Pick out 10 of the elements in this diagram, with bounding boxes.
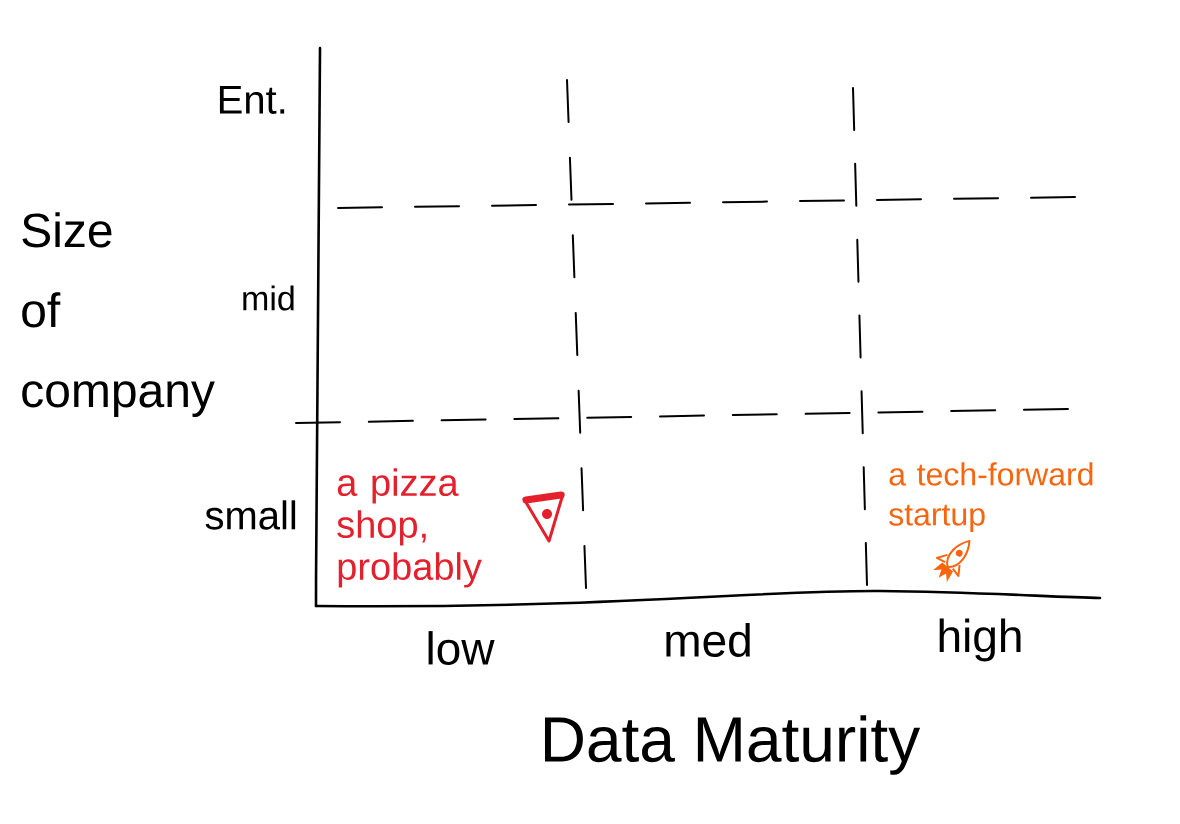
cell-note: a tech-forward startup — [889, 462, 1093, 532]
axis-tick-label: high — [939, 618, 1021, 662]
axis-title: Data Maturity — [545, 715, 921, 775]
axis-tick-label: low — [428, 631, 495, 665]
axis-tick-label: small — [205, 500, 296, 530]
axis-tick-label: Ent. — [219, 86, 285, 114]
axis-tick-label: med — [666, 623, 750, 657]
axis-tick-label: mid — [243, 285, 294, 311]
axis-title: Size of company — [22, 212, 215, 417]
cell-note: a pizza shop, probably — [337, 468, 482, 588]
